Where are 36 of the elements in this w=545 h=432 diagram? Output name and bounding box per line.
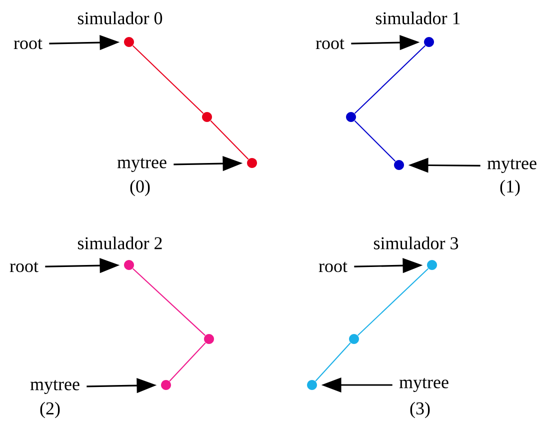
dot	[307, 380, 317, 390]
tree-line	[315, 342, 351, 382]
tree-line	[357, 268, 429, 336]
dot	[161, 380, 171, 390]
text-label: mytree	[117, 158, 166, 172]
text-label: mytree	[30, 380, 80, 394]
tree-line	[132, 268, 206, 336]
dot	[424, 37, 434, 47]
tree-line	[132, 45, 204, 114]
dot	[202, 112, 212, 122]
text-label: simulador 1	[376, 12, 460, 24]
dot	[204, 334, 214, 344]
text-label: root	[14, 38, 42, 50]
dot	[349, 334, 359, 344]
tree-line	[354, 45, 426, 114]
tree-line	[169, 342, 206, 382]
text-label: simulador 3	[374, 236, 458, 250]
tree-line	[354, 120, 396, 162]
dot	[247, 158, 257, 168]
text-label: (0)	[130, 180, 150, 196]
text-label: root	[10, 262, 38, 272]
text-label: simulador 0	[78, 12, 162, 24]
dot	[346, 112, 356, 122]
text-label: (3)	[410, 402, 430, 418]
dot	[124, 37, 134, 47]
tree-line	[210, 120, 249, 160]
text-label: root	[318, 262, 348, 272]
text-label: root	[316, 38, 344, 50]
text-label: mytree	[487, 158, 536, 174]
text-label: simulador 2	[78, 236, 162, 250]
text-label: mytree	[399, 378, 448, 392]
text-label: (2)	[40, 402, 60, 418]
dot	[124, 260, 134, 270]
dot	[427, 260, 437, 270]
text-label: (1)	[500, 180, 520, 196]
dot	[394, 160, 404, 170]
